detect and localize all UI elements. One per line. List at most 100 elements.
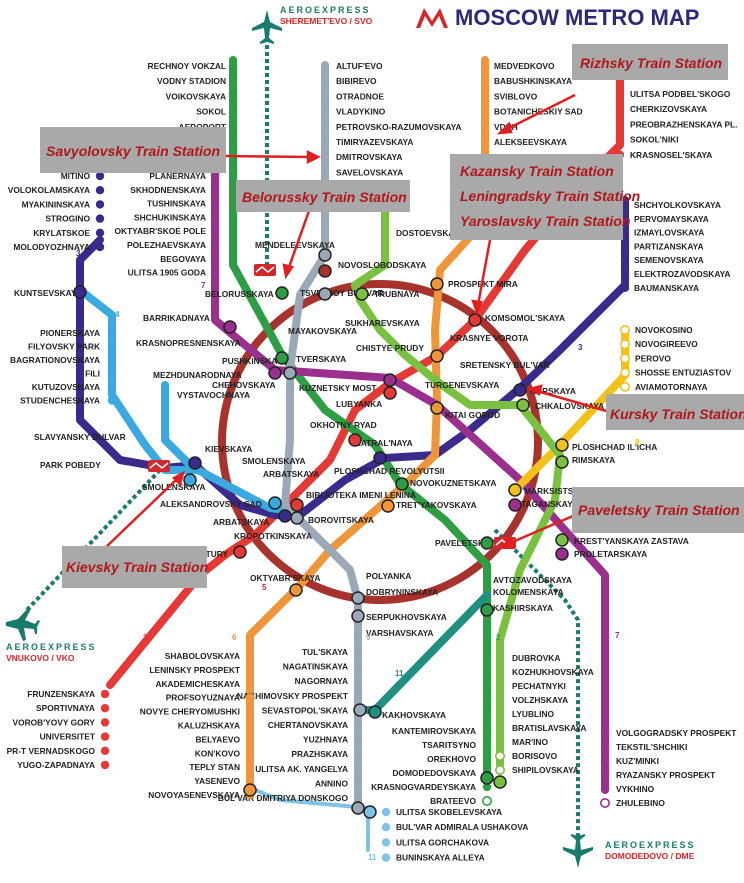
- station-dot[interactable]: [210, 199, 220, 208]
- station-dot[interactable]: [353, 735, 363, 744]
- station-dot[interactable]: [481, 795, 492, 806]
- station-dot[interactable]: [600, 756, 610, 766]
- station-dot[interactable]: [210, 268, 220, 277]
- station-dot[interactable]: [320, 122, 330, 131]
- station-dot[interactable]: [95, 186, 105, 195]
- station-dot[interactable]: [353, 779, 363, 788]
- station-dot[interactable]: [620, 242, 630, 251]
- station-dot[interactable]: [480, 61, 490, 71]
- station-dot[interactable]: [620, 256, 630, 265]
- station-dot[interactable]: [619, 353, 630, 364]
- station-dot[interactable]: [320, 61, 330, 71]
- station-dot[interactable]: [95, 214, 105, 223]
- station-dot[interactable]: [482, 726, 492, 736]
- station-dot[interactable]: [381, 853, 391, 862]
- station-dot[interactable]: [494, 764, 505, 775]
- station-dot[interactable]: [381, 823, 391, 832]
- station-dot[interactable]: [210, 240, 220, 250]
- station-dot[interactable]: [245, 749, 255, 758]
- station-dot[interactable]: [353, 647, 363, 657]
- station-dot[interactable]: [245, 665, 255, 675]
- station-dot[interactable]: [100, 689, 110, 699]
- station-dot[interactable]: [620, 269, 630, 279]
- station-dot[interactable]: [100, 704, 110, 713]
- station-dot[interactable]: [615, 135, 625, 144]
- station-dot[interactable]: [353, 793, 363, 803]
- station-dot[interactable]: [600, 728, 610, 738]
- station-dot[interactable]: [100, 760, 110, 770]
- station-dot[interactable]: [480, 122, 490, 131]
- station-dot[interactable]: [482, 754, 492, 764]
- station-dot[interactable]: [228, 122, 238, 131]
- station-dot[interactable]: [619, 324, 630, 335]
- station-dot[interactable]: [480, 92, 490, 101]
- station-dot[interactable]: [210, 213, 220, 222]
- station-dot[interactable]: [107, 342, 117, 351]
- station-dot[interactable]: [320, 153, 330, 162]
- station-dot[interactable]: [210, 185, 220, 194]
- station-dot[interactable]: [480, 107, 490, 116]
- station-dot[interactable]: [494, 750, 505, 761]
- station-dot[interactable]: [107, 396, 117, 405]
- station-dot[interactable]: [619, 381, 630, 392]
- station-dot[interactable]: [228, 137, 238, 147]
- station-dot[interactable]: [100, 718, 110, 727]
- station-dot[interactable]: [210, 171, 220, 181]
- station-dot[interactable]: [381, 807, 391, 817]
- station-dot[interactable]: [100, 732, 110, 741]
- station-dot[interactable]: [600, 742, 610, 752]
- station-dot[interactable]: [100, 746, 110, 755]
- callout-paveletsky[interactable]: Paveletsky Train Station: [572, 487, 744, 533]
- station-dot[interactable]: [107, 369, 117, 378]
- station-dot[interactable]: [320, 107, 330, 116]
- station-dot[interactable]: [480, 137, 490, 147]
- station-dot[interactable]: [245, 763, 255, 772]
- station-dot[interactable]: [245, 735, 255, 744]
- station-dot[interactable]: [619, 339, 630, 350]
- callout-three-stations[interactable]: Kazansky Train Station Leningradsky Trai…: [450, 154, 640, 240]
- station-dot[interactable]: [495, 667, 505, 677]
- station-dot[interactable]: [245, 721, 255, 730]
- station-dot[interactable]: [482, 782, 492, 792]
- station-dot[interactable]: [615, 89, 625, 99]
- station-dot[interactable]: [107, 382, 117, 392]
- station-dot[interactable]: [245, 679, 255, 688]
- station-dot[interactable]: [228, 77, 238, 86]
- station-dot[interactable]: [95, 228, 105, 237]
- station-dot[interactable]: [480, 77, 490, 86]
- station-dot[interactable]: [615, 105, 625, 114]
- station-dot[interactable]: [495, 681, 505, 691]
- station-dot[interactable]: [600, 770, 610, 780]
- station-dot[interactable]: [495, 653, 505, 663]
- callout-savyolovsky[interactable]: Savyolovsky Train Station: [40, 127, 226, 173]
- station-dot[interactable]: [353, 677, 363, 686]
- station-dot[interactable]: [107, 355, 117, 365]
- station-dot[interactable]: [320, 137, 330, 147]
- station-dot[interactable]: [495, 723, 505, 733]
- station-dot[interactable]: [245, 776, 255, 786]
- station-dot[interactable]: [228, 61, 238, 71]
- station-dot[interactable]: [615, 120, 625, 129]
- station-dot[interactable]: [495, 709, 505, 719]
- station-dot[interactable]: [210, 254, 220, 263]
- station-dot[interactable]: [95, 171, 105, 181]
- station-dot[interactable]: [495, 737, 505, 747]
- callout-rizhsky[interactable]: Rizhsky Train Station: [572, 44, 728, 80]
- station-dot[interactable]: [353, 662, 363, 671]
- station-dot[interactable]: [620, 283, 630, 292]
- station-dot[interactable]: [353, 750, 363, 759]
- station-dot[interactable]: [95, 200, 105, 209]
- station-dot[interactable]: [245, 693, 255, 702]
- station-dot[interactable]: [95, 242, 105, 252]
- station-dot[interactable]: [107, 328, 117, 338]
- callout-kursky[interactable]: Kursky Train Station: [606, 394, 744, 430]
- station-dot[interactable]: [619, 367, 630, 378]
- station-dot[interactable]: [600, 784, 610, 794]
- callout-belorussky[interactable]: Belorussky Train Station: [236, 180, 410, 212]
- station-dot[interactable]: [353, 764, 363, 773]
- station-dot[interactable]: [482, 740, 492, 750]
- station-dot[interactable]: [210, 227, 220, 236]
- callout-kievsky[interactable]: Kievsky Train Station: [62, 546, 208, 588]
